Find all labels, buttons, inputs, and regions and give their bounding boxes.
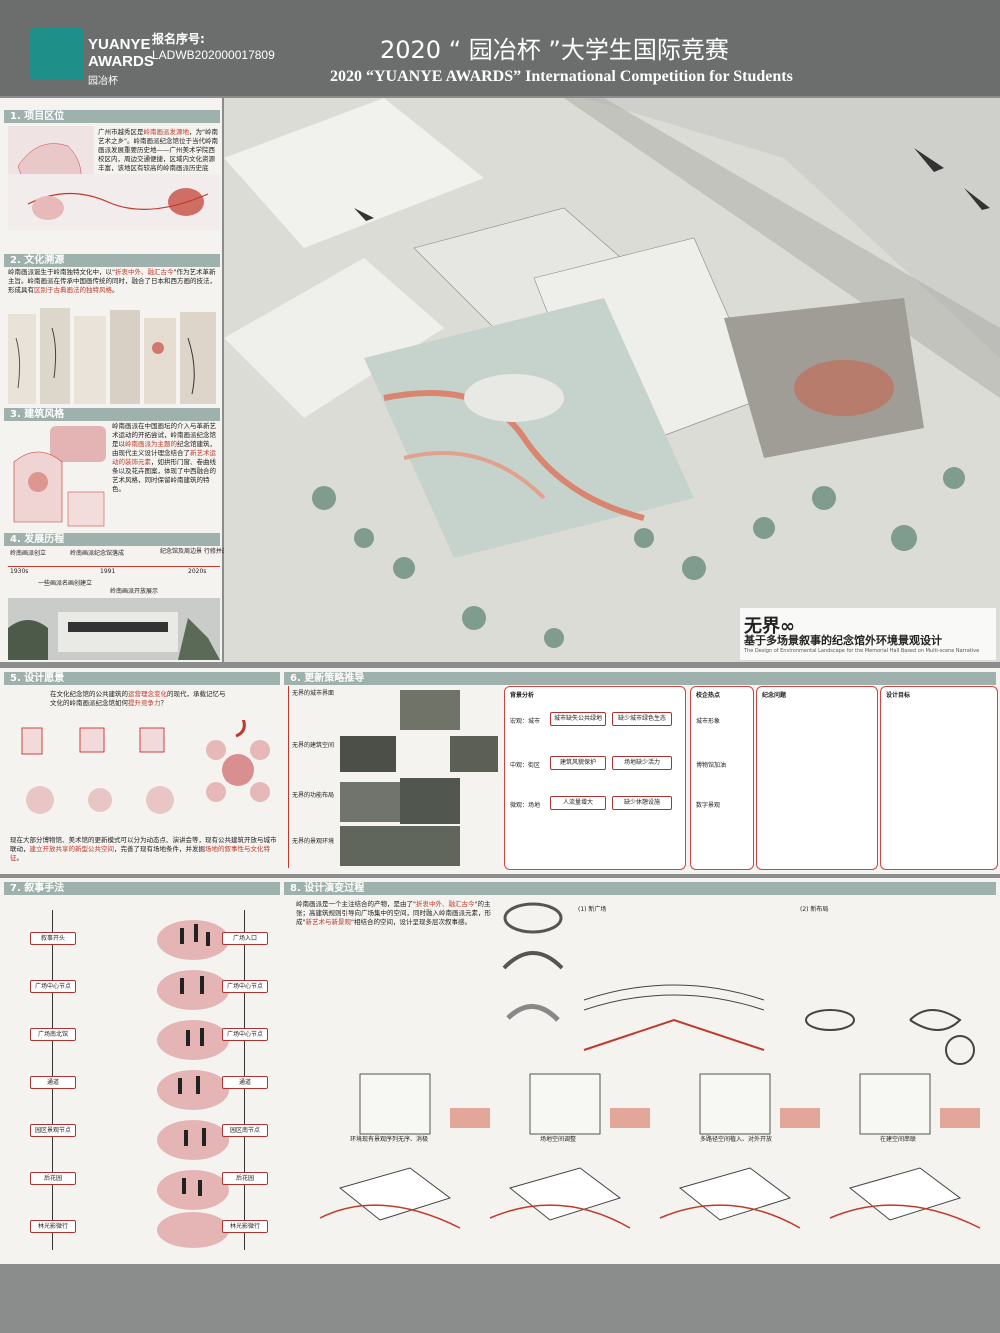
timeline-year-3: 2020s (188, 568, 207, 575)
analysis-goal-title: 设计目标 (886, 692, 911, 699)
analysis-problem-box (756, 686, 878, 870)
hero-title: 无界∞ (744, 616, 795, 637)
analysis-bg-title: 背景分析 (510, 692, 535, 699)
timeline-event-3: 纪念馆及周边景 行修并改建设计 (160, 548, 246, 555)
culture-paintings (8, 308, 218, 408)
registration-number: LADWB202000017809 (152, 48, 275, 62)
header-bar (0, 0, 1000, 96)
analysis-micro: 微观：场地 (510, 802, 541, 809)
evolution-text: 岭南画派是一个主注结合的产物，是由了"折衷中外、融汇古今"的主张；高建筑规则引导… (296, 900, 491, 926)
location-map-city (8, 174, 220, 230)
narrative-left-step-5: 园区景观节点 (30, 1124, 76, 1137)
analysis-pos-2: 博物馆加油 (696, 762, 727, 769)
hero-axonometric-render (224, 98, 1000, 662)
narrative-right-step-4: 通道 (222, 1076, 268, 1089)
vision-conclusion: 现在大部分博物馆、美术馆的更新模式可以分为动态点、演讲会等，现有公共建筑开放与城… (10, 836, 277, 862)
sequence-step-1: 环境现有景观序列无序、消极 (350, 1136, 429, 1143)
timeline-year-2: 1991 (100, 568, 116, 575)
section-strategy: 6. 更新策略推导 (284, 672, 996, 685)
strategy-axis (288, 686, 289, 868)
logo-sub: 园冶杯 (88, 76, 118, 87)
architecture-sketch (8, 422, 108, 530)
narrative-right-step-2: 广场中心节点 (222, 980, 268, 993)
narrative-left-step-2: 广场中心节点 (30, 980, 76, 993)
timeline-note-1: 一些画派名画创建立 (38, 580, 93, 587)
title-english: 2020 “YUANYE AWARDS” International Compe… (330, 68, 793, 85)
hero-english-title: The Design of Environmental Landscape fo… (744, 648, 980, 654)
hero-subtitle: 基于多场景叙事的纪念馆外环境景观设计 (744, 634, 942, 647)
narrative-figures (150, 910, 236, 1250)
narrative-right-step-7: 林光影微行 (222, 1220, 268, 1233)
culture-text: 岭南画派诞生于岭南独特文化中，以"折衷中外、融汇古今"作为艺术革新主旨。岭南画派… (8, 268, 216, 294)
narrative-left-step-7: 林光影微行 (30, 1220, 76, 1233)
vision-text: 在文化纪念馆的公共建筑的运营理念变化的现代，承载记忆与文化的岭南画派纪念馆如何提… (50, 690, 226, 707)
timeline-year-1: 1930s (10, 568, 29, 575)
analysis-node-6: 缺少休憩设施 (612, 796, 672, 810)
timeline-event-1: 岭南画派创立 (10, 550, 47, 557)
section-vision: 5. 设计愿景 (4, 672, 280, 685)
narrative-right-step-6: 后花园 (222, 1172, 268, 1185)
analysis-pos-1: 城市形象 (696, 718, 721, 725)
narrative-right-step-1: 广场入口 (222, 932, 268, 945)
hero-caption-box (740, 608, 996, 660)
timeline-axis (8, 566, 220, 567)
location-text: 广州市越秀区是岭南画派发源地，为"岭南艺术之乡"。岭南画派纪念馆位于当代岭南画派… (98, 128, 218, 172)
strategy-photos (340, 686, 500, 866)
strategy-row-3: 无界的功能布局 (292, 792, 335, 799)
sequence-step-4: 在建空间串联 (880, 1136, 917, 1143)
strategy-row-4: 无界的景观环境 (292, 838, 335, 845)
section-location: 1. 项目区位 (4, 110, 220, 123)
timeline-note-2: 岭南画派开放展示 (110, 588, 159, 595)
analysis-node-2: 缺少城市绿色生态 (612, 712, 672, 726)
title-chinese: 2020 “ 园冶杯 ”大学生国际竞赛 (380, 36, 729, 64)
evolution-forms (498, 898, 568, 1048)
narrative-right-step-5: 园区南节点 (222, 1124, 268, 1137)
yuanye-logo (30, 28, 84, 80)
section-evolution: 8. 设计演变过程 (284, 882, 996, 895)
sequence-step-3: 多路径空间植入、对外开放 (700, 1136, 773, 1143)
strategy-row-2: 无界的建筑空间 (292, 742, 335, 749)
section-history: 4. 发展历程 (4, 533, 220, 546)
section-architecture: 3. 建筑风格 (4, 408, 220, 421)
vision-diagram (10, 711, 280, 832)
analysis-node-4: 场地缺少活力 (612, 756, 672, 770)
strategy-row-1: 无界的城市界面 (292, 690, 335, 697)
sequence-step-2: 场地空间调整 (540, 1136, 577, 1143)
design-path-diagram-2 (800, 990, 990, 1070)
registration-label: 报名序号: (152, 32, 205, 46)
timeline-event-2: 岭南画派纪念馆落成 (70, 550, 125, 557)
analysis-macro: 宏观：城市 (510, 718, 541, 725)
design-path-diagram-1 (574, 960, 774, 1060)
analysis-problem-title: 纪念问题 (762, 692, 787, 699)
narrative-left-step-1: 叙事开头 (30, 932, 76, 945)
footer-bar (0, 1266, 1000, 1333)
narrative-left-step-4: 通道 (30, 1076, 76, 1089)
design-path-1: (1) 新广场 (578, 906, 607, 913)
section-culture: 2. 文化溯源 (4, 254, 220, 267)
analysis-pos-3: 数字景观 (696, 802, 721, 809)
narrative-left-step-3: 广场南北馆 (30, 1028, 76, 1041)
analysis-pos-title: 校企热点 (696, 692, 721, 699)
analysis-goal-box (880, 686, 998, 870)
sequence-sections (300, 1064, 990, 1140)
sequence-axonometrics (300, 1148, 990, 1248)
narrative-right-step-3: 广场中心节点 (222, 1028, 268, 1041)
analysis-node-3: 建筑风貌保护 (550, 756, 606, 770)
analysis-meso: 中观：街区 (510, 762, 541, 769)
analysis-node-1: 城市缺失公共绿地 (550, 712, 606, 726)
architecture-text: 岭南画派在中国画坛的介入与革新艺术运动的开拓尝试，岭南画派纪念馆是以岭南画派为主… (112, 422, 216, 493)
section-narrative: 7. 叙事手法 (4, 882, 280, 895)
design-path-2: (2) 新布局 (800, 906, 829, 913)
narrative-left-step-6: 后花园 (30, 1172, 76, 1185)
history-photo (8, 598, 220, 660)
analysis-node-5: 人流量增大 (550, 796, 606, 810)
analysis-position-box (690, 686, 754, 870)
